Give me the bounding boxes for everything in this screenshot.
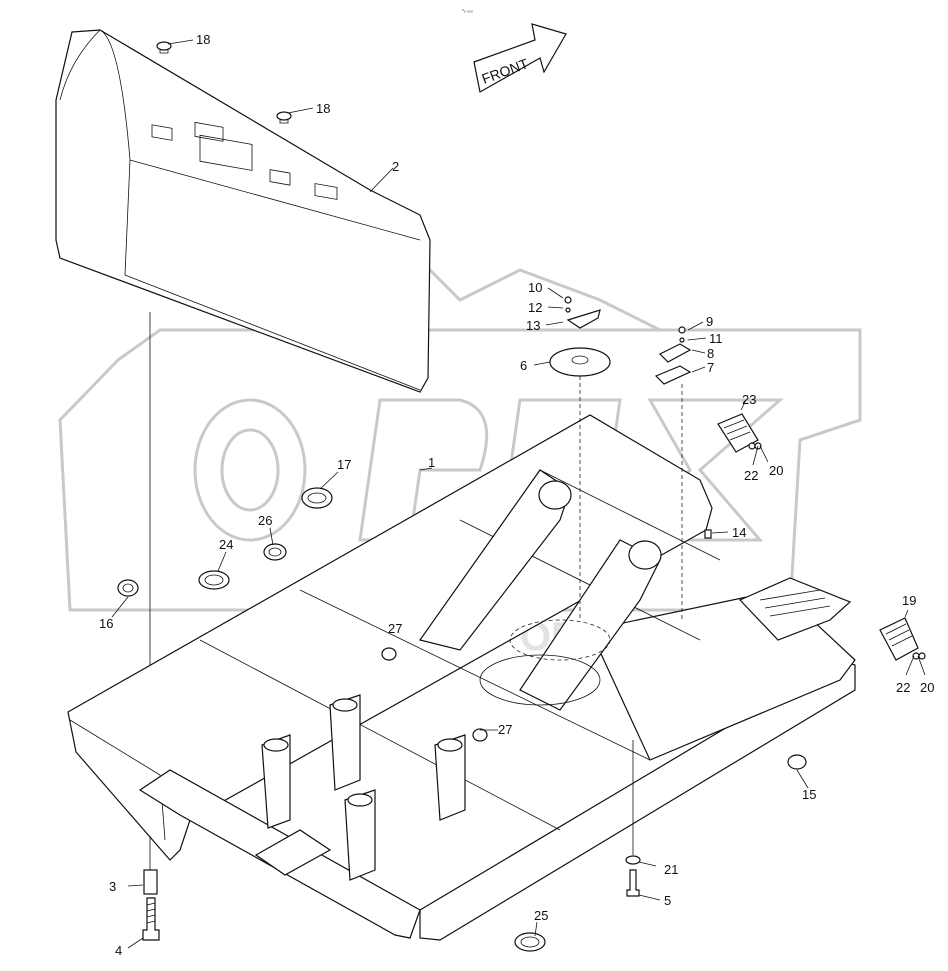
- vent-covers: [717, 413, 926, 661]
- callout-18a: 18: [196, 32, 210, 47]
- callout-11: 11: [709, 331, 723, 346]
- callout-8: 8: [707, 346, 714, 361]
- callouts: 1 2 3 4 5 6 7 8 9 10 11 12 13 14 15 16 1…: [99, 32, 934, 958]
- callout-23: 23: [742, 392, 756, 407]
- callout-25: 25: [534, 908, 548, 923]
- callout-17: 17: [337, 457, 351, 472]
- callout-26: 26: [258, 513, 272, 528]
- callout-2: 2: [392, 159, 399, 174]
- counterweight: [55, 29, 431, 393]
- callout-9: 9: [706, 314, 713, 329]
- upper-frame: [67, 414, 856, 941]
- callout-12: 12: [528, 300, 542, 315]
- grommets: [117, 487, 807, 952]
- callout-5: 5: [664, 893, 671, 908]
- callout-27b: 27: [498, 722, 512, 737]
- callout-1: 1: [428, 455, 435, 470]
- callout-20a: 20: [769, 463, 783, 478]
- clamp-parts: [549, 296, 692, 620]
- callout-20b: 20: [920, 680, 934, 695]
- callout-7: 7: [707, 360, 714, 375]
- callout-10: 10: [528, 280, 542, 295]
- leader-lines: [111, 39, 926, 949]
- top-mark: ᵒₒ ₒₒₒ: [462, 8, 473, 14]
- callout-16: 16: [99, 616, 113, 631]
- plug-18b: [276, 111, 292, 124]
- callout-22a: 22: [744, 468, 758, 483]
- callout-14: 14: [732, 525, 746, 540]
- callout-3: 3: [109, 879, 116, 894]
- callout-15: 15: [802, 787, 816, 802]
- bolts-bottom: [142, 740, 641, 941]
- callout-18b: 18: [316, 101, 330, 116]
- callout-22b: 22: [896, 680, 910, 695]
- callout-6: 6: [520, 358, 527, 373]
- callout-24: 24: [219, 537, 233, 552]
- plug-18a: [156, 41, 172, 54]
- callout-4: 4: [115, 943, 122, 958]
- callout-21: 21: [664, 862, 678, 877]
- callout-13: 13: [526, 318, 540, 333]
- front-arrow: FRONT: [473, 23, 567, 93]
- callout-19: 19: [902, 593, 916, 608]
- callout-27a: 27: [388, 621, 402, 636]
